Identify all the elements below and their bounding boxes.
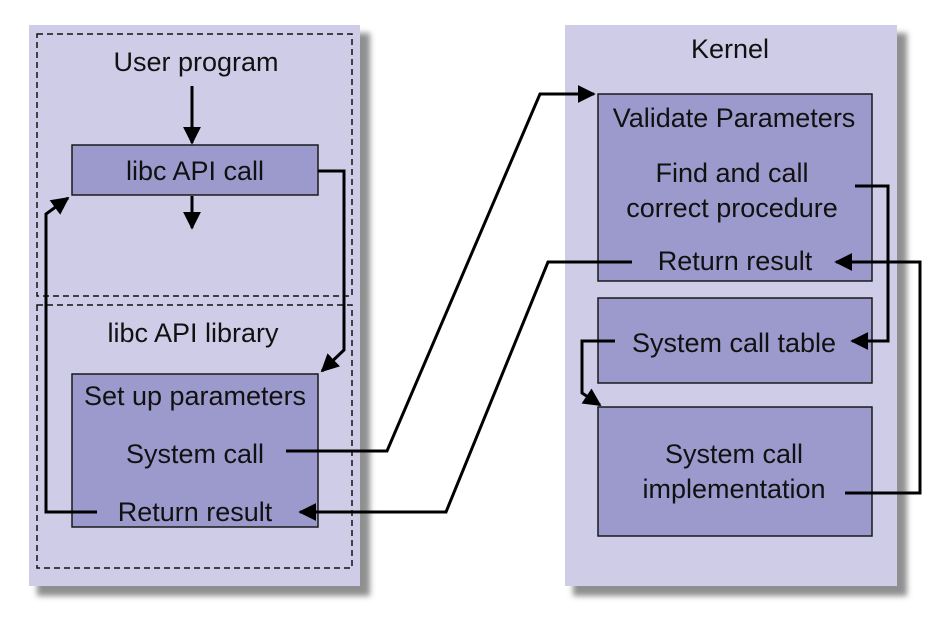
arrow-table-to-impl: [580, 339, 615, 407]
kernel-title: Kernel: [691, 34, 769, 64]
arrow-syscall-to-kernel: [286, 85, 596, 453]
setup-parameters-label: Set up parameters: [84, 381, 306, 411]
arrow-libc-call-to-setup: [318, 169, 346, 373]
system-call-implementation-box: System call implementation: [597, 406, 873, 537]
arrow-impl-to-kernel-return: [834, 253, 922, 495]
system-call-table-box: System call table: [597, 297, 873, 384]
libc-api-call-box: libc API call: [71, 144, 319, 196]
user-program-title: User program: [113, 47, 278, 77]
correct-procedure-label: correct procedure: [626, 193, 838, 223]
libc-library-title: libc API library: [107, 318, 279, 348]
kernel-return-result-label: Return result: [658, 246, 813, 276]
system-call-label: System call: [126, 439, 264, 469]
libc-library-region: [36, 304, 353, 569]
arrow-kernel-return-to-libc: [298, 260, 632, 521]
flow-arrows: [44, 85, 922, 521]
validate-dispatch-box: Validate Parameters Find and call correc…: [597, 93, 873, 282]
setup-parameters-box: Set up parameters System call Return res…: [71, 373, 319, 528]
impl-line1-label: System call: [665, 439, 803, 469]
libc-return-result-label: Return result: [118, 497, 273, 527]
libc-api-call-label: libc API call: [126, 156, 264, 186]
impl-line2-label: implementation: [642, 474, 825, 504]
user-program-region: [36, 33, 353, 297]
kernel-panel: Kernel Validate Parameters Find and call…: [565, 25, 897, 586]
validate-parameters-label: Validate Parameters: [613, 103, 856, 133]
system-call-table-label: System call table: [632, 328, 836, 358]
user-space-panel: User program libc API call libc API libr…: [29, 25, 360, 586]
find-and-call-label: Find and call: [655, 158, 808, 188]
arrow-libc-return-to-call: [44, 196, 97, 514]
